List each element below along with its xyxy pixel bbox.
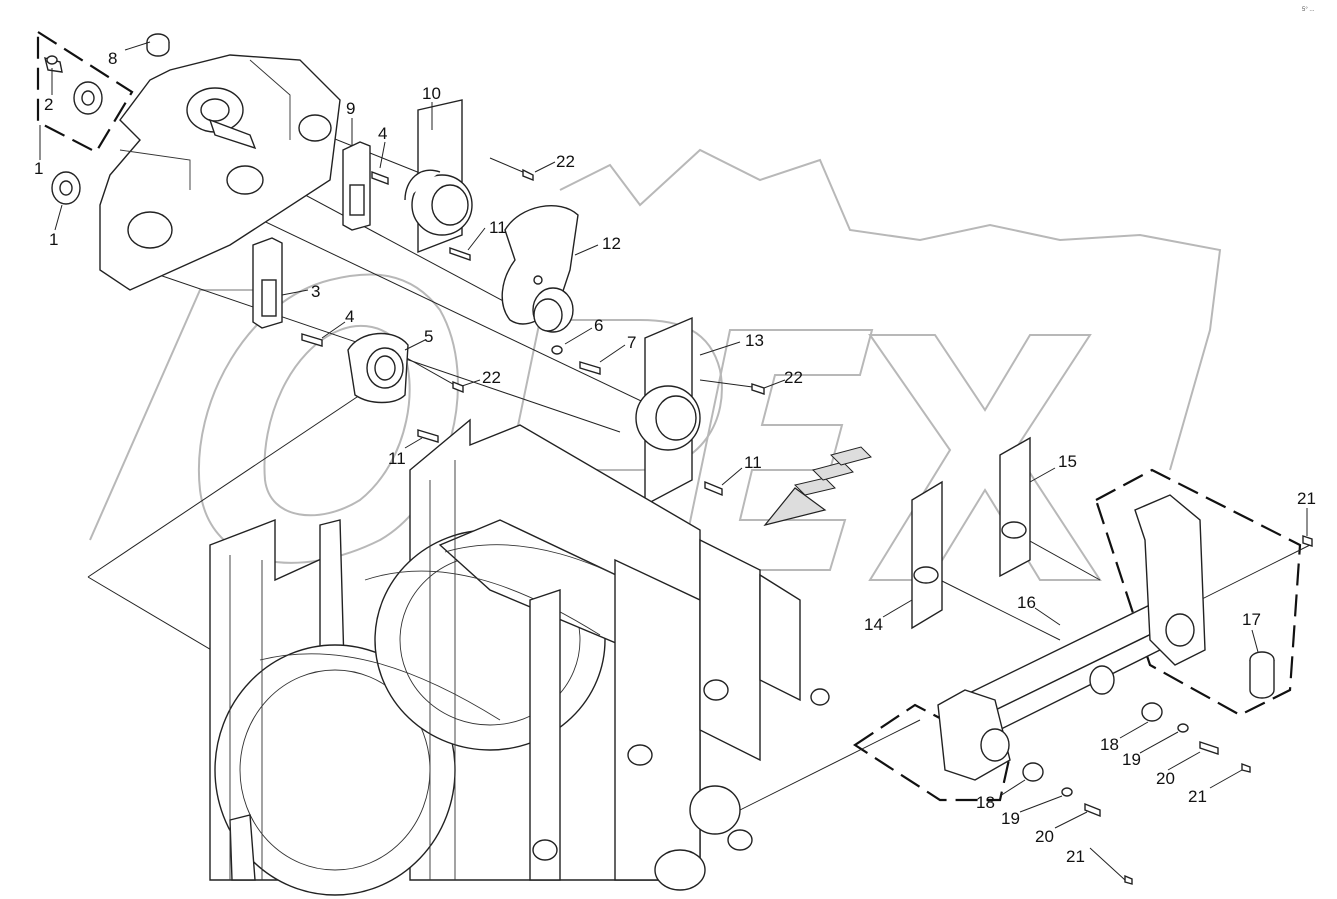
callout-8: 8 — [108, 49, 117, 68]
group-frame-bracket-assembly — [852, 703, 1012, 802]
part-1-nut-bolt — [44, 55, 103, 205]
part-5-bearing-flange — [347, 332, 409, 404]
part-12-plate — [501, 205, 579, 333]
callout-1-lower: 1 — [49, 230, 58, 249]
callout-14: 14 — [864, 615, 883, 634]
callout-4-upper: 4 — [378, 124, 387, 143]
callout-15: 15 — [1058, 452, 1077, 471]
callout-6: 6 — [594, 316, 603, 335]
callout-22-upper: 22 — [556, 152, 575, 171]
callout-2: 2 — [44, 95, 53, 114]
callout-20-upper: 20 — [1156, 769, 1175, 788]
callout-18-lower: 18 — [976, 793, 995, 812]
callout-19-upper: 19 — [1122, 750, 1141, 769]
callout-22-middle: 22 — [482, 368, 501, 387]
reference-code: 5° ... — [1302, 7, 1315, 13]
group-frame-part-1 — [36, 29, 134, 154]
part-15-plate — [999, 436, 1031, 578]
part-9-bracket — [342, 141, 371, 231]
gearbox-housing — [99, 54, 341, 291]
callout-20-lower: 20 — [1035, 827, 1054, 846]
part-3-bracket — [252, 237, 283, 329]
callout-1-upper: 1 — [34, 159, 43, 178]
part-8-bushing — [146, 33, 170, 57]
callout-labels: 1 1 2 3 4 4 5 6 7 8 9 10 11 11 11 12 13 … — [34, 49, 1316, 866]
callout-5: 5 — [424, 327, 433, 346]
part-14-plate — [911, 480, 943, 630]
callout-18-upper: 18 — [1100, 735, 1119, 754]
part-16-crossbar — [937, 494, 1206, 781]
callout-12: 12 — [602, 234, 621, 253]
group-frame-subframe — [1094, 468, 1302, 717]
direction-arrow-icon — [763, 446, 872, 527]
part-13-shield — [635, 316, 701, 507]
callout-22-right: 22 — [784, 368, 803, 387]
callout-21-bottom: 21 — [1066, 847, 1085, 866]
part-17-sleeve — [1249, 651, 1275, 699]
part-10-shield — [404, 99, 473, 254]
callout-21-top: 21 — [1297, 489, 1316, 508]
callout-19-lower: 19 — [1001, 809, 1020, 828]
callout-leaders — [39, 41, 1308, 881]
callout-16: 16 — [1017, 593, 1036, 612]
rotor-chassis — [209, 418, 830, 896]
callout-21-right: 21 — [1188, 787, 1207, 806]
small-hardware — [301, 168, 1313, 885]
callout-7: 7 — [627, 333, 636, 352]
callout-4-lower: 4 — [345, 307, 354, 326]
callout-10: 10 — [422, 84, 441, 103]
callout-13: 13 — [745, 331, 764, 350]
callout-11-middle: 11 — [388, 449, 406, 468]
callout-11-right: 11 — [744, 453, 762, 472]
callout-9: 9 — [346, 99, 355, 118]
callout-17: 17 — [1242, 610, 1261, 629]
callout-3: 3 — [311, 282, 320, 301]
callout-11-upper: 11 — [489, 218, 507, 237]
